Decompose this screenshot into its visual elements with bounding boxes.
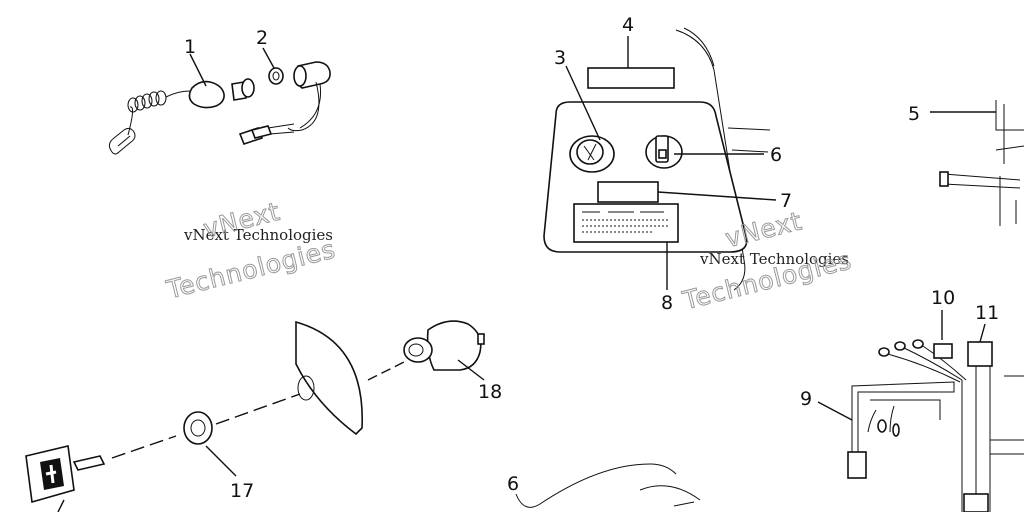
callout-7: 7: [780, 190, 792, 212]
key-tether-assembly: [108, 47, 331, 155]
callout-6: 6: [770, 144, 782, 166]
callout-9: 9: [800, 388, 812, 410]
callout-2: 2: [256, 27, 268, 49]
right-assembly-5: [930, 100, 1024, 226]
watermark-mid-small: vNext Technologies: [699, 250, 849, 268]
callout-18: 18: [478, 381, 502, 403]
svg-text:Technologies: Technologies: [163, 234, 338, 304]
watermark-left-small: vNext Technologies: [183, 226, 333, 244]
callout-8: 8: [661, 292, 673, 314]
callout-11: 11: [975, 302, 999, 324]
callout-6-bottom: 6: [507, 473, 519, 495]
callout-5: 5: [908, 103, 920, 125]
callout-1: 1: [184, 36, 196, 58]
ignition-assembly: [25, 320, 485, 512]
callout-4: 4: [622, 14, 634, 36]
callout-3: 3: [554, 47, 566, 69]
dash-console: [543, 27, 777, 291]
wiring-harness: [817, 310, 1024, 512]
bottom-cable: [515, 463, 701, 508]
watermark-left-big: vNext Technologies: [163, 196, 339, 305]
callout-17: 17: [230, 480, 254, 502]
callout-10: 10: [931, 287, 955, 309]
